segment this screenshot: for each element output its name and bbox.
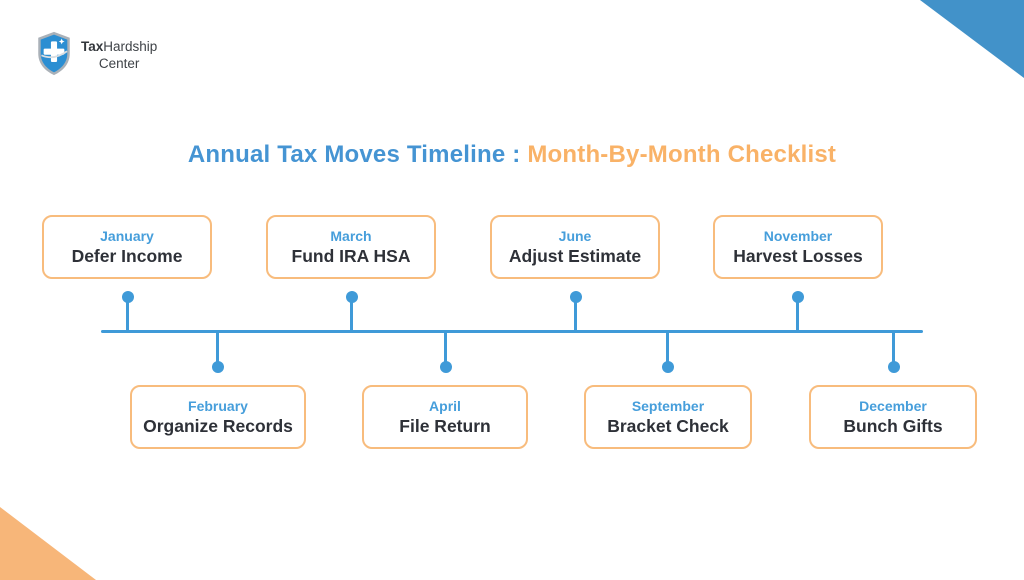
timeline-dot	[211, 361, 224, 373]
card-month-label: April	[429, 398, 461, 414]
timeline-card-april: April File Return	[362, 385, 528, 449]
timeline-dot	[661, 361, 674, 373]
timeline-dot	[121, 291, 134, 303]
brand-name-secondary: Hardship	[103, 39, 158, 54]
timeline-connector-april	[439, 333, 452, 373]
card-month-label: February	[188, 398, 248, 414]
timeline-connector-november	[791, 291, 804, 331]
timeline-card-february: February Organize Records	[130, 385, 306, 449]
brand-name-primary: Tax	[81, 39, 104, 54]
timeline-connector-january	[121, 291, 134, 331]
brand-name-line2: Center	[98, 56, 140, 71]
timeline-card-november: November Harvest Losses	[713, 215, 883, 279]
timeline-connector-february	[211, 333, 224, 373]
timeline-axis	[101, 330, 923, 333]
card-task-label: File Return	[399, 416, 491, 436]
page-title: Annual Tax Moves Timeline : Month-By-Mon…	[0, 141, 1024, 169]
brand-logo: TaxHardship Center	[36, 31, 157, 76]
card-task-label: Bracket Check	[607, 416, 729, 436]
timeline-connector-december	[887, 333, 900, 373]
page-title-main: Annual Tax Moves Timeline :	[187, 141, 521, 168]
timeline-dot	[345, 291, 358, 303]
card-month-label: December	[859, 398, 927, 414]
timeline-dot	[439, 361, 452, 373]
timeline-card-january: January Defer Income	[42, 215, 212, 279]
timeline-dot	[887, 361, 900, 373]
brand-name: TaxHardship Center	[81, 38, 157, 72]
card-month-label: September	[631, 398, 705, 414]
timeline-card-june: June Adjust Estimate	[490, 215, 660, 279]
timeline-card-march: March Fund IRA HSA	[266, 215, 436, 279]
timeline-connector-march	[345, 291, 358, 331]
card-task-label: Defer Income	[71, 246, 183, 266]
timeline-dot	[569, 291, 582, 303]
timeline-card-september: September Bracket Check	[584, 385, 752, 449]
card-task-label: Organize Records	[143, 416, 293, 436]
card-task-label: Harvest Losses	[733, 246, 863, 266]
card-month-label: June	[558, 228, 592, 244]
card-month-label: November	[763, 228, 833, 244]
card-month-label: January	[100, 228, 154, 244]
page-title-accent: Month-By-Month Checklist	[527, 141, 837, 168]
card-task-label: Bunch Gifts	[843, 416, 943, 436]
timeline-card-december: December Bunch Gifts	[809, 385, 977, 449]
corner-triangle-bottom-left	[0, 507, 96, 580]
shield-icon	[36, 31, 72, 76]
card-month-label: March	[330, 228, 372, 244]
card-task-label: Fund IRA HSA	[291, 246, 411, 266]
timeline-connector-september	[661, 333, 674, 373]
timeline-connector-june	[569, 291, 582, 331]
timeline-dot	[791, 291, 804, 303]
card-task-label: Adjust Estimate	[508, 246, 642, 266]
corner-triangle-top-right	[920, 0, 1024, 78]
